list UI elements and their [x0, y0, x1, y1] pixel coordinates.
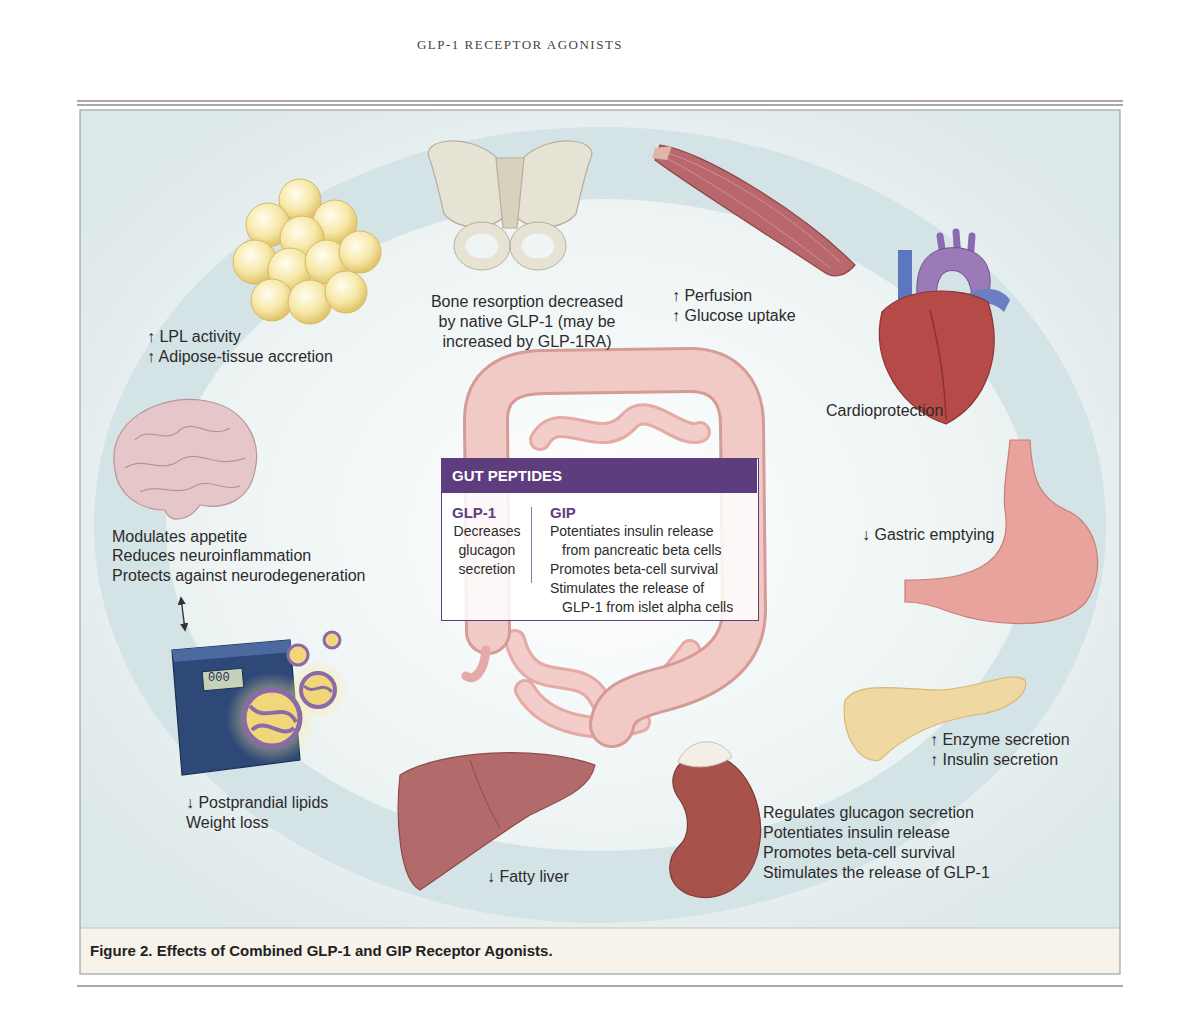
appendix — [466, 650, 486, 678]
heart — [879, 232, 1010, 424]
kidney-body — [670, 755, 761, 898]
lipoproteins — [226, 632, 348, 764]
effect-text: Promotes beta-cell survival — [550, 560, 735, 579]
effect-label: ↓ Fatty liver — [487, 867, 569, 887]
pelvis — [428, 141, 592, 270]
small-intestine — [540, 414, 700, 440]
brain-outline — [114, 399, 257, 519]
effect-label: ↑ Enzyme secretion — [930, 730, 1070, 750]
effect-label: ↓ Gastric emptying — [862, 525, 994, 545]
effect-label: ↑ Adipose-tissue accretion — [147, 347, 333, 367]
panel-border — [80, 110, 1120, 974]
scale-edge — [172, 640, 292, 662]
adrenal-gland — [678, 742, 732, 767]
small-intestine — [540, 414, 700, 440]
effect-label: Promotes beta-cell survival — [763, 843, 955, 863]
gut-glow — [390, 350, 810, 730]
caption-bar — [80, 928, 1120, 974]
pubic-ring-edge — [454, 222, 510, 270]
effect-label: Weight loss — [186, 813, 268, 833]
lipoprotein-band — [304, 686, 332, 692]
fat-cell — [325, 271, 367, 313]
liver-body — [398, 753, 595, 890]
effect-label: ↑ LPL activity — [147, 327, 241, 347]
brain — [114, 399, 257, 519]
liver-ligament — [470, 760, 500, 828]
scale-reading: 000 — [208, 670, 230, 686]
lipoprotein — [244, 690, 300, 746]
effect-label: Modulates appetite — [112, 527, 247, 547]
column-heading: GIP — [550, 503, 576, 522]
pubic-ring-edge — [510, 222, 566, 270]
fat-cell — [339, 231, 381, 273]
effect-label: ↓ Postprandial lipids — [186, 793, 328, 813]
fat-cell — [251, 279, 293, 321]
effect-text: Potentiates insulin release from pancrea… — [550, 522, 735, 560]
iliac-wing — [428, 141, 506, 227]
bottom-rule — [77, 985, 1123, 986]
effect-label: ↑ Glucose uptake — [672, 306, 796, 326]
running-head: GLP-1 RECEPTOR AGONISTS — [320, 36, 720, 53]
box-heading: GUT PEPTIDES — [442, 459, 757, 493]
effect-label: Protects against neurodegeneration — [112, 566, 366, 586]
muscle-belly — [655, 145, 855, 276]
brain-gyri — [125, 426, 245, 492]
figure-caption: Figure 2. Effects of Combined GLP-1 and … — [90, 941, 553, 961]
figure-panel — [80, 110, 1120, 928]
scale-display — [202, 668, 244, 690]
lipoprotein-band — [250, 706, 296, 731]
lipoprotein — [288, 645, 308, 665]
effect-text: Stimulates the release of GLP-1 from isl… — [550, 579, 735, 617]
info-box: GUT PEPTIDES GLP-1Decreases glucagon secr… — [441, 458, 759, 621]
effect-text: Decreases glucagon secretion — [448, 522, 526, 579]
muscle-fibres — [662, 152, 840, 268]
top-rule — [77, 104, 1123, 105]
caption-divider — [80, 928, 1120, 929]
pancreas — [844, 677, 1025, 761]
tendon — [652, 146, 672, 160]
iliac-wing — [514, 141, 592, 227]
sacrum — [496, 158, 524, 228]
column-heading: GLP-1 — [452, 503, 496, 522]
lipoprotein — [324, 632, 340, 648]
pubic-ring — [516, 228, 560, 264]
kidney — [670, 742, 761, 898]
effect-label: Cardioprotection — [826, 401, 943, 421]
adipose-cells — [233, 179, 381, 324]
lipoprotein — [301, 673, 335, 707]
effect-label: Reduces neuroinflammation — [112, 546, 311, 566]
double-arrow — [181, 598, 185, 630]
effect-label: Bone resorption decreased by native GLP-… — [427, 292, 627, 352]
muscle — [652, 145, 855, 276]
column-divider — [531, 507, 532, 583]
liver — [398, 753, 595, 890]
pubic-ring — [460, 228, 504, 264]
organ-ring — [130, 163, 1070, 887]
top-rule — [77, 100, 1123, 101]
effect-label: Regulates glucagon secretion — [763, 803, 974, 823]
effect-label: ↑ Perfusion — [672, 286, 752, 306]
effect-label: Stimulates the release of GLP-1 — [763, 863, 990, 883]
effect-label: ↑ Insulin secretion — [930, 750, 1058, 770]
effect-label: Potentiates insulin release — [763, 823, 950, 843]
